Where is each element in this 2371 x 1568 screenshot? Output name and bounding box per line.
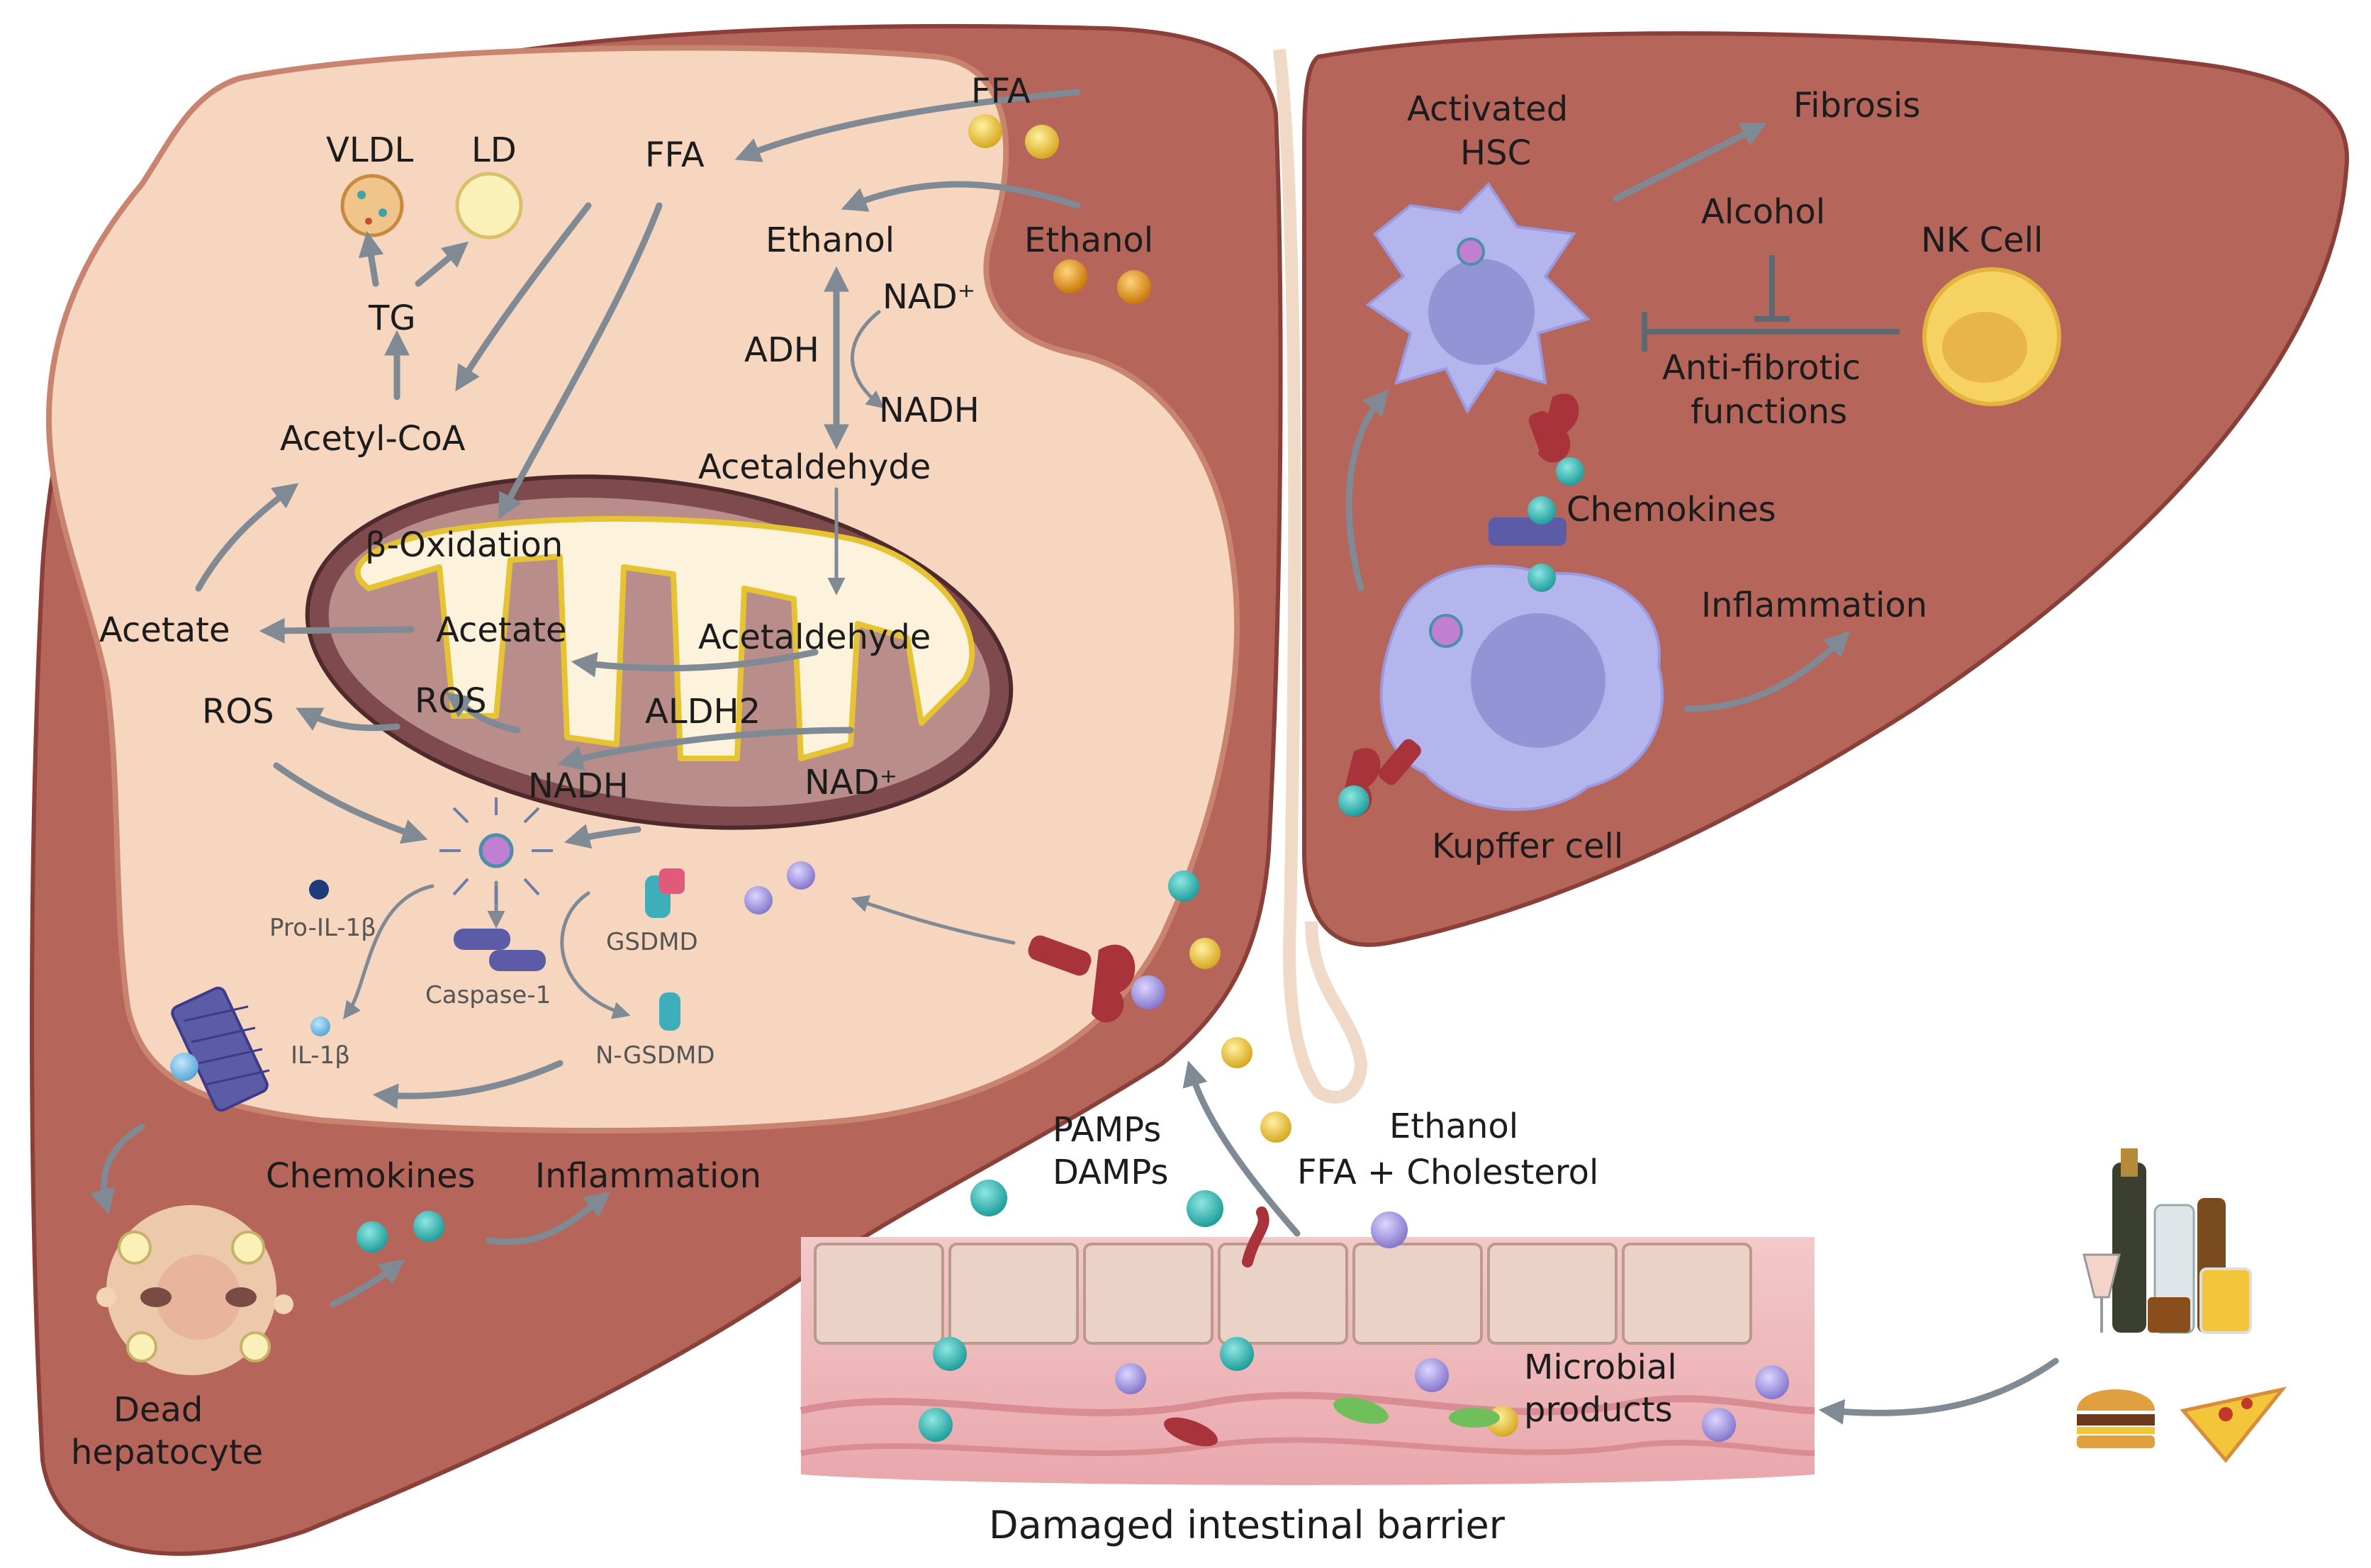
ffa-dot	[968, 114, 1002, 148]
label-caspase1: Caspase-1	[425, 981, 551, 1009]
label-nadh-top: NADH	[879, 391, 980, 430]
label-acetate-mito: Acetate	[436, 610, 567, 650]
label-ethanol-outer: Ethanol	[1024, 220, 1153, 260]
label-anti-fibrotic-2: functions	[1691, 392, 1847, 432]
label-activated-hsc-2: HSC	[1460, 133, 1531, 173]
label-vldl: VLDL	[326, 130, 414, 170]
label-microbial-2: products	[1524, 1390, 1673, 1430]
label-n-gsdmd: N-GSDMD	[595, 1041, 715, 1070]
label-damaged-barrier: Damaged intestinal barrier	[989, 1503, 1506, 1547]
kupffer-receptor	[1528, 393, 1579, 463]
label-chemokines-right: Chemokines	[1566, 490, 1776, 530]
label-activated-hsc-1: Activated	[1407, 89, 1568, 129]
right-lobe-arrows	[1345, 123, 1900, 712]
label-inflammation-left: Inflammation	[535, 1156, 761, 1196]
label-pro-il1b: Pro-IL-1β	[269, 914, 376, 942]
inflammasome-icon	[439, 797, 553, 904]
label-tg: TG	[368, 298, 416, 338]
label-kupffer-cell: Kupffer cell	[1432, 827, 1623, 866]
label-il1b: IL-1β	[291, 1041, 350, 1070]
label-ethanol-gut: Ethanol	[1389, 1107, 1518, 1146]
label-microbial-1: Microbial	[1524, 1348, 1677, 1387]
vldl-particle	[340, 174, 404, 237]
label-ros-cyto: ROS	[202, 692, 274, 732]
label-ffa-cholesterol: FFA + Cholesterol	[1297, 1153, 1598, 1192]
label-inflammation-right: Inflammation	[1701, 586, 1927, 625]
gut-to-liver-arrow	[1182, 1060, 1301, 1237]
ffa-dot	[1189, 938, 1221, 969]
label-ffa-inner: FFA	[645, 135, 705, 175]
label-nk-cell: NK Cell	[1921, 220, 2043, 260]
label-nad-plus-mito: NAD⁺	[805, 763, 897, 802]
chemokine-dot	[1528, 496, 1556, 525]
label-dead-hepatocyte-1: Dead	[113, 1390, 203, 1430]
label-ethanol-inner: Ethanol	[766, 220, 895, 260]
alcoholic-drinks-icon	[2083, 1148, 2252, 1334]
label-ffa-outer: FFA	[971, 72, 1031, 111]
chemokine-dot	[1556, 457, 1584, 486]
label-acetaldehyde-mito: Acetaldehyde	[698, 617, 931, 657]
dead-hepatocyte-icon	[96, 1205, 293, 1375]
label-acetate-cyto: Acetate	[99, 610, 230, 650]
label-beta-oxidation: β-Oxidation	[365, 525, 563, 565]
falciform-ligament	[1273, 49, 1368, 1104]
intestinal-barrier	[800, 1237, 1815, 1485]
gut-particles	[919, 1037, 1789, 1447]
pamp-particle	[787, 861, 815, 890]
chemokine-dot	[413, 1211, 444, 1242]
text-labels: FFA FFA VLDL LD TG Acetyl-CoA Ethanol Et…	[71, 72, 2043, 1547]
lipid-droplet	[455, 172, 523, 240]
label-anti-fibrotic-1: Anti-fibrotic	[1662, 348, 1861, 388]
label-pamps: PAMPs	[1053, 1110, 1161, 1150]
pamp-particle	[744, 886, 773, 914]
pro-il1b-dot	[309, 880, 329, 900]
ffa-dot	[1025, 125, 1059, 159]
chemokine-dot	[1168, 870, 1199, 902]
label-acetaldehyde-top: Acetaldehyde	[698, 447, 931, 487]
tlr-receptor	[1028, 935, 1165, 1023]
chemokine-dot	[1528, 564, 1556, 592]
label-ld: LD	[471, 130, 517, 170]
label-acetyl-coa: Acetyl-CoA	[280, 419, 466, 459]
label-alcohol: Alcohol	[1701, 192, 1825, 232]
metabolism-arrows	[90, 89, 1081, 1308]
il1b-released	[170, 1053, 198, 1081]
label-gsdmd: GSDMD	[606, 928, 698, 956]
chemokine-dot	[357, 1221, 388, 1253]
label-damps: DAMPs	[1053, 1153, 1168, 1192]
label-chemokines-left: Chemokines	[266, 1156, 476, 1196]
nk-cell	[1922, 267, 2061, 406]
label-aldh2: ALDH2	[645, 692, 761, 732]
il1b-dot	[310, 1017, 330, 1036]
caspase1-icon	[454, 929, 546, 971]
label-adh: ADH	[744, 330, 819, 370]
label-nad-plus-top: NAD⁺	[882, 277, 975, 317]
n-gsdmd-icon	[659, 992, 680, 1031]
label-fibrosis: Fibrosis	[1793, 86, 1920, 125]
chemokine-dot	[1338, 785, 1369, 817]
fast-food-icon	[2077, 1387, 2287, 1463]
label-ros-mito: ROS	[415, 681, 487, 721]
ethanol-dot	[1053, 259, 1087, 293]
gsdmd-icon	[645, 868, 685, 918]
activated-hsc-cell	[1365, 181, 1591, 414]
ethanol-dot	[1117, 270, 1151, 304]
label-nadh-mito: NADH	[528, 766, 629, 806]
diet-to-gut-arrow	[1818, 1357, 2059, 1425]
label-dead-hepatocyte-2: hepatocyte	[71, 1433, 263, 1472]
